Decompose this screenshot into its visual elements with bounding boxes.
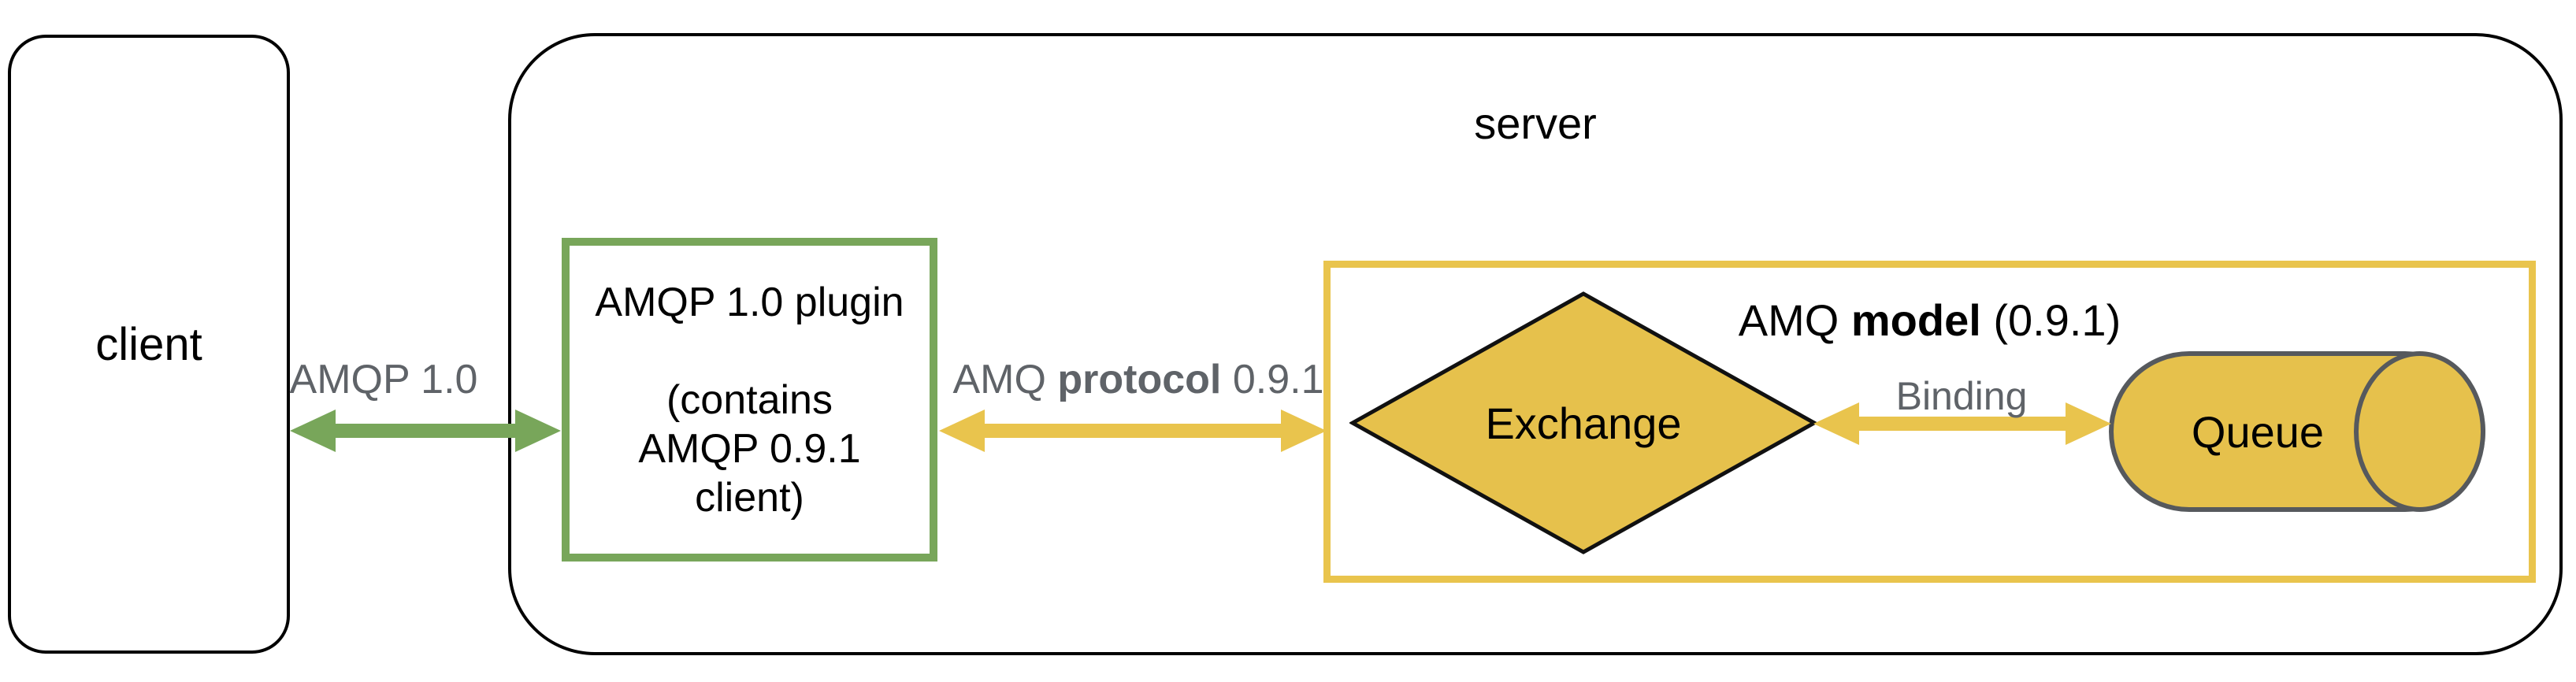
client-node-label: client: [95, 318, 202, 370]
queue-cylinder-face: [2354, 351, 2485, 512]
amq-protocol-double-arrow: [939, 410, 1327, 452]
arrow-right-head-icon: [1281, 410, 1327, 452]
exchange-node: Exchange: [1349, 291, 1817, 555]
arrow-right-head-icon: [515, 410, 561, 452]
amqp10-double-arrow: [290, 410, 561, 452]
amq-model-label: AMQ model (0.9.1): [1738, 295, 2121, 345]
arrow-shaft: [326, 424, 525, 438]
amq-protocol-edge-label: AMQ protocol 0.9.1: [952, 357, 1324, 402]
amqp-plugin-label: AMQP 1.0 plugin (contains AMQP 0.9.1 cli…: [595, 279, 904, 521]
queue-node-label: Queue: [2191, 406, 2325, 457]
amqp10-edge-label: AMQP 1.0: [289, 357, 478, 402]
queue-node: Queue: [2109, 351, 2485, 512]
binding-edge-label: Binding: [1895, 374, 2028, 418]
amqp-plugin-node: AMQP 1.0 plugin (contains AMQP 0.9.1 cli…: [562, 238, 937, 562]
server-node-label: server: [1474, 98, 1597, 148]
arrow-shaft: [975, 424, 1290, 438]
arrow-shaft: [1850, 417, 2075, 431]
binding-double-arrow: [1813, 402, 2111, 445]
arrow-right-head-icon: [2066, 402, 2111, 445]
client-node: client: [8, 35, 290, 654]
amq-model-group: AMQ model (0.9.1): [1323, 261, 2536, 583]
exchange-node-label: Exchange: [1485, 398, 1682, 448]
